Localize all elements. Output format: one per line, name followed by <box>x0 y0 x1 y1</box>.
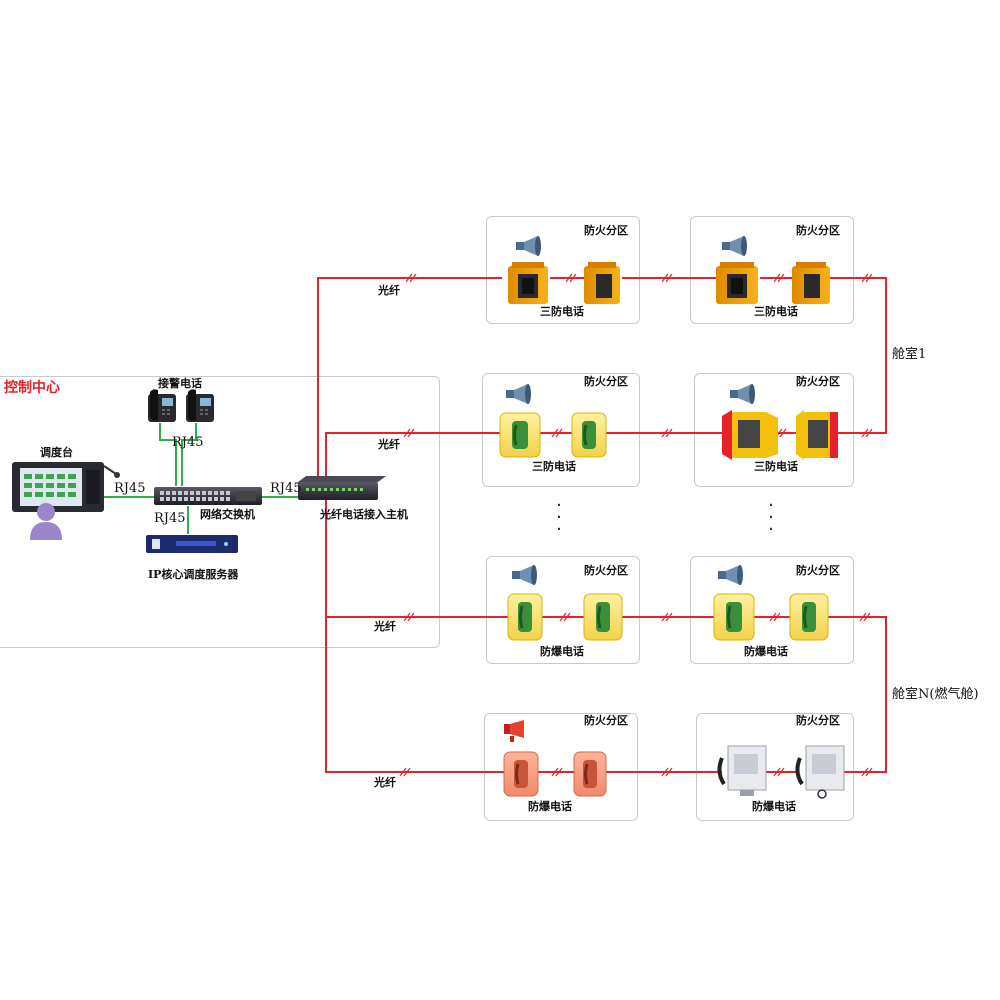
break-mark <box>773 273 785 283</box>
continuation-dots: ··· <box>768 495 774 540</box>
horn-speaker-icon <box>730 384 755 404</box>
break-mark <box>551 428 563 438</box>
fiber-row4-feed <box>325 617 504 773</box>
eth-phone1-switch <box>159 423 177 486</box>
zone-2-title: 防火分区 <box>796 224 840 237</box>
rj45-label-phones: RJ45 <box>172 435 204 450</box>
break-mark <box>661 428 673 438</box>
control-center-title: 控制中心 <box>4 380 60 396</box>
cabinet-phone-icon <box>795 745 845 799</box>
weatherproof-phone-icon <box>508 262 548 304</box>
fiber-label-row3: 光纤 <box>374 620 396 633</box>
zone-6-title: 防火分区 <box>796 564 840 577</box>
zone-1-caption: 三防电话 <box>540 305 584 318</box>
break-mark <box>403 428 415 438</box>
horn-speaker-icon <box>512 565 537 585</box>
ip-server-icon <box>146 535 238 553</box>
horn-speaker-icon <box>506 384 531 404</box>
break-mark <box>565 273 577 283</box>
explosion-proof-phone-icon <box>507 593 543 641</box>
rj45-label-server: RJ45 <box>154 511 186 526</box>
network-switch-icon <box>154 487 262 505</box>
explosion-proof-phone-icon <box>503 751 539 797</box>
break-mark <box>769 612 781 622</box>
alarm-phone-icon <box>186 389 214 422</box>
zone-3-title: 防火分区 <box>584 375 628 388</box>
zone-1-title: 防火分区 <box>584 224 628 237</box>
cabinet-phone-icon <box>717 745 767 796</box>
weatherproof-phone-icon <box>792 262 830 304</box>
break-mark <box>861 273 873 283</box>
eth-phone2-switch <box>181 423 197 486</box>
fiber-cabinN-loop <box>828 616 887 773</box>
explosion-proof-phone-icon <box>499 412 541 458</box>
weatherproof-phone-icon <box>716 262 758 304</box>
explosion-proof-phone-icon <box>789 593 829 641</box>
fiber-label-row2: 光纤 <box>378 438 400 451</box>
zone-4-caption: 三防电话 <box>754 460 798 473</box>
zone-7-title: 防火分区 <box>584 714 628 727</box>
break-mark <box>399 767 411 777</box>
zone-3-caption: 三防电话 <box>532 460 576 473</box>
zone-5-caption: 防爆电话 <box>540 645 584 658</box>
zone-8-title: 防火分区 <box>796 714 840 727</box>
dispatch-console-label: 调度台 <box>40 446 73 459</box>
break-mark <box>405 273 417 283</box>
break-mark <box>559 612 571 622</box>
break-mark <box>773 767 785 777</box>
dispatch-console-icon <box>12 462 120 512</box>
open-door-phone-icon <box>796 410 838 460</box>
horn-speaker-icon <box>516 236 541 256</box>
break-mark <box>861 767 873 777</box>
explosion-proof-phone-icon <box>571 412 607 458</box>
alarm-phone-icon <box>148 389 176 422</box>
cabin-n-label: 舱室N(燃气舱) <box>892 687 979 702</box>
rj45-label-console: RJ45 <box>114 481 146 496</box>
break-mark <box>661 273 673 283</box>
break-mark <box>551 767 563 777</box>
break-mark <box>861 428 873 438</box>
fiber-trunk <box>317 277 502 490</box>
zone-2-caption: 三防电话 <box>754 305 798 318</box>
horn-speaker-icon <box>718 565 743 585</box>
weatherproof-phone-icon <box>584 262 620 304</box>
fiber-host-label: 光纤电话接入主机 <box>320 508 408 521</box>
ip-server-label: IP核心调度服务器 <box>148 568 239 581</box>
fiber-break-markers <box>399 273 873 777</box>
switch-label: 网络交换机 <box>200 508 255 521</box>
horn-speaker-icon <box>722 236 747 256</box>
open-door-phone-icon <box>722 410 778 460</box>
explosion-proof-phone-icon <box>713 593 755 641</box>
ethernet-lines <box>104 423 300 534</box>
cabin-1-label: 舱室1 <box>892 347 927 362</box>
fiber-host-icon <box>298 476 386 500</box>
fiber-label-row1: 光纤 <box>378 284 400 297</box>
fiber-lines <box>317 277 887 773</box>
break-mark <box>859 612 871 622</box>
fiber-cabin1-loop <box>830 277 887 434</box>
zone-6-caption: 防爆电话 <box>744 645 788 658</box>
zone-7-caption: 防爆电话 <box>528 800 572 813</box>
explosion-proof-phone-icon <box>573 751 607 797</box>
continuation-dots: ··· <box>556 495 562 540</box>
break-mark <box>661 612 673 622</box>
rj45-label-host: RJ45 <box>270 481 302 496</box>
zone-8-caption: 防爆电话 <box>752 800 796 813</box>
break-mark <box>403 612 415 622</box>
operator-avatar-icon <box>30 503 62 540</box>
zone-5-title: 防火分区 <box>584 564 628 577</box>
red-horn-speaker-icon <box>504 720 524 742</box>
zone-4-title: 防火分区 <box>796 375 840 388</box>
fiber-label-row4: 光纤 <box>374 776 396 789</box>
alarm-phone-label: 接警电话 <box>158 377 202 390</box>
explosion-proof-phone-icon <box>583 593 623 641</box>
break-mark <box>661 767 673 777</box>
